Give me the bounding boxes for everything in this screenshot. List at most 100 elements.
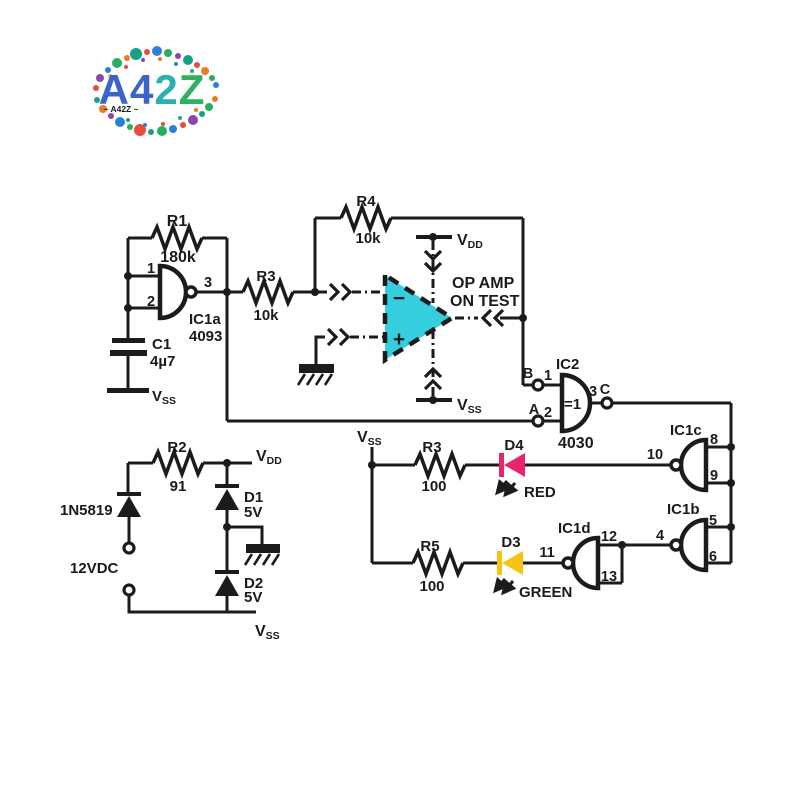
- junction: [124, 304, 132, 312]
- ic1d-pin13: 13: [601, 569, 617, 585]
- resistor-r5-value: 100: [419, 578, 444, 595]
- ic2-pin2: 2: [544, 405, 552, 421]
- opamp-caption-line1: OP AMP: [452, 275, 515, 292]
- probe-arrow-icon: [423, 366, 443, 391]
- led-d3-ref: D3: [501, 534, 520, 551]
- probe-arrow-icon: [328, 282, 353, 302]
- inversion-bubble: [561, 556, 575, 570]
- led-triangle: [504, 453, 525, 477]
- ic1b-pin6: 6: [709, 549, 717, 565]
- ic1b-pin5: 5: [709, 513, 717, 529]
- nand-gate-ic1d: [570, 535, 601, 591]
- ic1d-pin12: 12: [601, 529, 617, 545]
- vss-label: VSS: [457, 397, 482, 416]
- vdd-label: VDD: [256, 448, 282, 467]
- inversion-bubble: [669, 458, 683, 472]
- junction: [727, 523, 735, 531]
- zener-d1-ref: D1: [244, 489, 263, 506]
- resistor-r4-ref: R4: [356, 193, 376, 210]
- resistor-r5-ref: R5: [420, 538, 439, 555]
- ic2-part: 4030: [558, 435, 594, 452]
- resistor-r4-value: 10k: [355, 230, 381, 247]
- resistor-r3-100-ref: R3: [422, 439, 441, 456]
- wire: [227, 525, 264, 544]
- resistor-r3: [241, 275, 295, 309]
- resistor-r5: [411, 546, 465, 580]
- ic1a-part: 4093: [189, 328, 222, 345]
- diode-1n5819: [117, 496, 141, 517]
- zener-d1: [215, 489, 239, 510]
- indicator-stage: VSS R3 100 D4 RED R5 100 D3 GREEN: [357, 403, 735, 601]
- source-voltage-label: 12VDC: [70, 560, 119, 577]
- node-c-label: C: [600, 382, 611, 398]
- junction: [519, 314, 527, 322]
- resistor-r3-100-value: 100: [421, 478, 446, 495]
- logo-letter: 2: [154, 66, 178, 113]
- led-d4-ref: D4: [504, 437, 524, 454]
- capacitor-c1-ref: C1: [152, 336, 171, 353]
- resistor-r2-ref: R2: [167, 439, 186, 456]
- ic1a-pin2: 2: [147, 294, 155, 310]
- junction: [429, 233, 437, 241]
- logo: A42Z ~ A42Z ~: [93, 46, 219, 136]
- led-emission-arrow-icon: [501, 578, 517, 596]
- capacitor-c1-plate: [112, 338, 145, 343]
- capacitor-c1-value: 4µ7: [150, 353, 175, 370]
- wire: [706, 445, 731, 565]
- junction: [727, 443, 735, 451]
- diode-1n5819-label: 1N5819: [60, 502, 113, 519]
- logo-letter: A: [99, 66, 130, 113]
- probe-arrow-icon: [326, 327, 351, 347]
- opamp-plus-input: +: [393, 328, 405, 351]
- ic1b-pin4: 4: [656, 528, 664, 544]
- nand-gate-ic1c: [678, 437, 709, 493]
- inversion-bubble: [669, 538, 683, 552]
- junction: [618, 541, 626, 549]
- supply-terminal-positive: [122, 541, 136, 555]
- resistor-r3-value: 10k: [253, 307, 279, 324]
- ic1a-pin3: 3: [204, 275, 212, 291]
- ic1d-ref: IC1d: [558, 520, 591, 537]
- ic1c-ref: IC1c: [670, 422, 702, 439]
- vss-label: VSS: [255, 623, 280, 642]
- test-point-c: [600, 396, 614, 410]
- junction: [223, 288, 231, 296]
- opamp-stage: R4 10k − + OP AMP ON TEST VDD VSS: [296, 193, 527, 416]
- inversion-bubble: [184, 285, 198, 299]
- power-supply: R2 91 VDD 1N5819 12VDC D1 5V D2 5V VSS: [60, 439, 282, 642]
- junction: [429, 396, 437, 404]
- resistor-r3-100: [413, 448, 467, 482]
- vss-label: VSS: [152, 388, 176, 407]
- ic1a-pin1: 1: [147, 261, 155, 277]
- resistor-r1-ref: R1: [167, 213, 188, 230]
- ground-symbol: [299, 364, 334, 373]
- led-emission-arrow-icon: [493, 576, 509, 594]
- oscillator-stage: R1 180k 1 2 3 IC1a 4093 C1 4µ7 VSS R3 10…: [107, 213, 327, 421]
- xor-gate-ic2: [559, 372, 593, 434]
- logo-letter: Z: [179, 66, 206, 113]
- logo-wordmark: A42Z: [99, 66, 206, 113]
- ic1b-ref: IC1b: [667, 501, 700, 518]
- probe-arrow-icon: [423, 249, 443, 274]
- test-point-b: [531, 378, 545, 392]
- ground-symbol: [246, 544, 280, 553]
- ic2-pin3: 3: [589, 384, 597, 400]
- ground-hatch: [296, 373, 334, 386]
- led-cathode-bar: [499, 453, 504, 477]
- led-triangle: [502, 551, 523, 575]
- led-emission-arrow-icon: [503, 480, 519, 498]
- ground-bar: [107, 388, 149, 393]
- led-d3-color-label: GREEN: [519, 584, 572, 601]
- resistor-r3-ref: R3: [256, 268, 275, 285]
- ic1a-ref: IC1a: [189, 311, 221, 328]
- opamp-caption-line2: ON TEST: [450, 293, 520, 310]
- resistor-r1-value: 180k: [160, 249, 196, 266]
- opamp-minus-input: −: [393, 287, 405, 310]
- ic1c-pin10: 10: [647, 447, 663, 463]
- led-emission-arrow-icon: [495, 478, 511, 496]
- zener-d2-ref: D2: [244, 575, 263, 592]
- wire: [128, 274, 160, 310]
- ic2-ref: IC2: [556, 356, 579, 373]
- zener-d1-value: 5V: [244, 504, 262, 521]
